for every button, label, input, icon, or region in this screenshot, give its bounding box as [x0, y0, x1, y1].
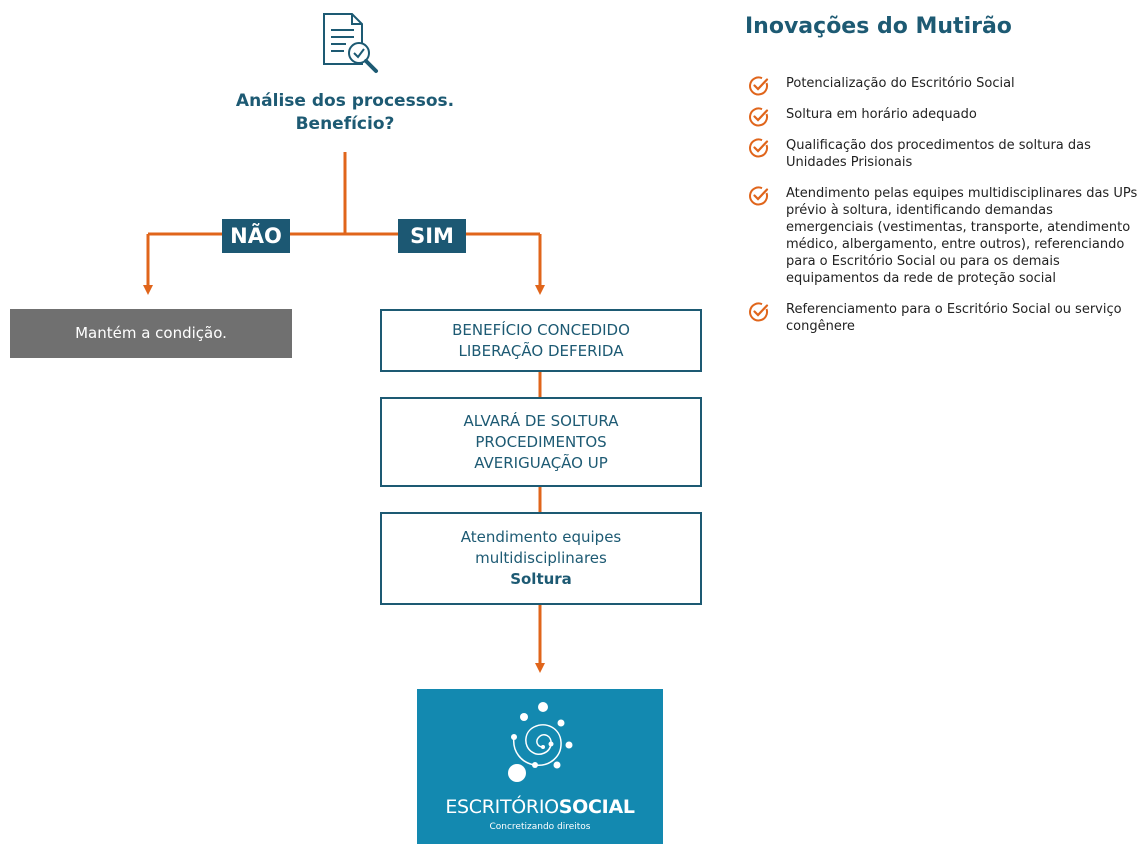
innovation-item-text: Potencialização do Escritório Social [786, 76, 1015, 91]
check-circle-icon [749, 138, 769, 158]
document-search-icon [318, 10, 384, 76]
branch-yes-label: SIM [398, 219, 466, 253]
innovation-item: Potencialização do Escritório Social [748, 75, 1139, 96]
question-line-2: Benefício? [295, 114, 395, 134]
innovation-item-text: Soltura em horário adequado [786, 107, 977, 122]
check-circle-icon [749, 302, 769, 322]
step3-line-2: multidisciplinares [475, 549, 607, 567]
innovation-item-text: Atendimento pelas equipes multidisciplin… [786, 186, 1138, 286]
decision-question: Análise dos processos. Benefício? [150, 90, 540, 136]
check-circle-icon [749, 186, 769, 206]
step-multidisciplinary-care: Atendimento equipes multidisciplinares S… [380, 512, 702, 605]
innovation-item: Referenciamento para o Escritório Social… [748, 301, 1139, 335]
step3-line-1: Atendimento equipes [460, 528, 622, 546]
step3-line-3: Soltura [510, 570, 572, 588]
question-line-1: Análise dos processos. [235, 91, 455, 111]
check-circle-icon [749, 107, 769, 127]
check-circle-icon [749, 76, 769, 96]
step2-line-3: AVERIGUAÇÃO UP [474, 453, 608, 472]
logo-tagline: Concretizando direitos [489, 822, 591, 832]
keep-condition-box: Mantém a condição. [10, 309, 292, 358]
branch-no-label: NÃO [222, 219, 290, 253]
step2-line-1: ALVARÁ DE SOLTURA [463, 411, 619, 430]
innovations-list: Potencialização do Escritório Social Sol… [748, 75, 1139, 349]
spiral-logo-icon [508, 702, 573, 782]
innovation-item-text: Referenciamento para o Escritório Social… [786, 302, 1122, 334]
innovation-item: Atendimento pelas equipes multidisciplin… [748, 185, 1139, 287]
logo-title: ESCRITÓRIOSOCIAL [417, 795, 663, 819]
step1-line-2: LIBERAÇÃO DEFERIDA [458, 341, 624, 360]
step2-line-2: PROCEDIMENTOS [475, 432, 607, 451]
innovation-item-text: Qualificação dos procedimentos de soltur… [786, 138, 1091, 170]
logo-title-bold: SOCIAL [558, 796, 635, 818]
escritorio-social-logo: ESCRITÓRIOSOCIAL Concretizando direitos [417, 689, 663, 844]
step1-line-1: BENEFÍCIO CONCEDIDO [452, 320, 630, 339]
innovation-item: Soltura em horário adequado [748, 106, 1139, 127]
step-release-warrant: ALVARÁ DE SOLTURA PROCEDIMENTOS AVERIGUA… [380, 397, 702, 487]
innovation-item: Qualificação dos procedimentos de soltur… [748, 137, 1139, 171]
step-benefit-granted: BENEFÍCIO CONCEDIDO LIBERAÇÃO DEFERIDA [380, 309, 702, 372]
logo-title-light: ESCRITÓRIO [445, 796, 559, 818]
innovations-title: Inovações do Mutirão [745, 14, 1012, 39]
